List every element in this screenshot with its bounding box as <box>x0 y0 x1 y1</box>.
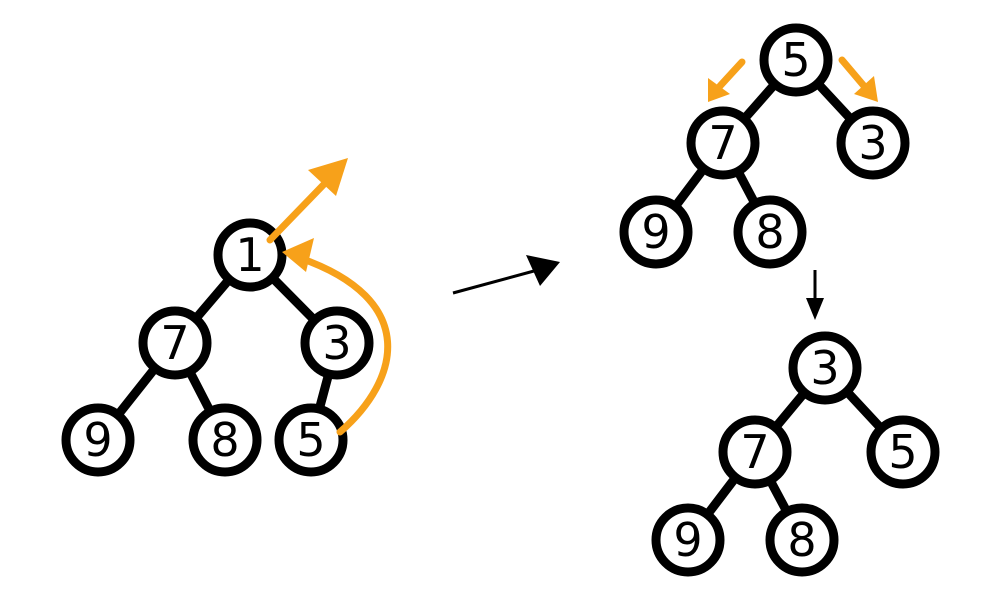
tree-node: 7 <box>138 306 212 380</box>
node-value: 7 <box>160 316 189 370</box>
tree-initial-heap: 1 7 3 9 8 5 <box>61 158 392 477</box>
tree-node: 5 <box>759 23 833 97</box>
tree-node: 3 <box>836 106 910 180</box>
node-value: 5 <box>781 33 810 87</box>
tree-node: 7 <box>718 415 792 489</box>
tree-node: 8 <box>188 403 262 477</box>
tree-node: 9 <box>619 195 693 269</box>
tree-node: 5 <box>274 403 348 477</box>
tree-after-sift-down: 3 7 5 9 8 <box>651 331 940 577</box>
node-value: 5 <box>888 425 917 479</box>
node-value: 5 <box>296 413 325 467</box>
tree-after-replace-root: 5 7 3 9 8 <box>619 23 910 269</box>
node-value: 1 <box>235 228 264 282</box>
remove-root-arrow <box>266 158 348 244</box>
tree-node: 8 <box>733 195 807 269</box>
transition-arrow <box>452 255 560 295</box>
tree-node: 1 <box>213 218 287 292</box>
tree-node: 3 <box>788 331 862 405</box>
compare-left-arrow <box>708 58 746 102</box>
tree-node: 9 <box>651 503 725 577</box>
node-value: 7 <box>708 116 737 170</box>
tree-node: 3 <box>300 306 374 380</box>
tree-node: 5 <box>866 415 940 489</box>
transition-arrow-down <box>806 270 824 320</box>
node-value: 3 <box>322 316 351 370</box>
node-value: 7 <box>740 425 769 479</box>
node-value: 8 <box>755 205 784 259</box>
node-value: 8 <box>787 513 816 567</box>
tree-node: 9 <box>61 403 135 477</box>
compare-right-arrow <box>838 56 878 102</box>
node-value: 8 <box>210 413 239 467</box>
node-value: 9 <box>641 205 670 259</box>
tree-node: 7 <box>686 106 760 180</box>
move-last-to-root-arrow <box>282 238 392 436</box>
node-value: 9 <box>673 513 702 567</box>
node-value: 3 <box>810 341 839 395</box>
node-value: 3 <box>858 116 887 170</box>
node-value: 9 <box>83 413 112 467</box>
tree-node: 8 <box>765 503 839 577</box>
